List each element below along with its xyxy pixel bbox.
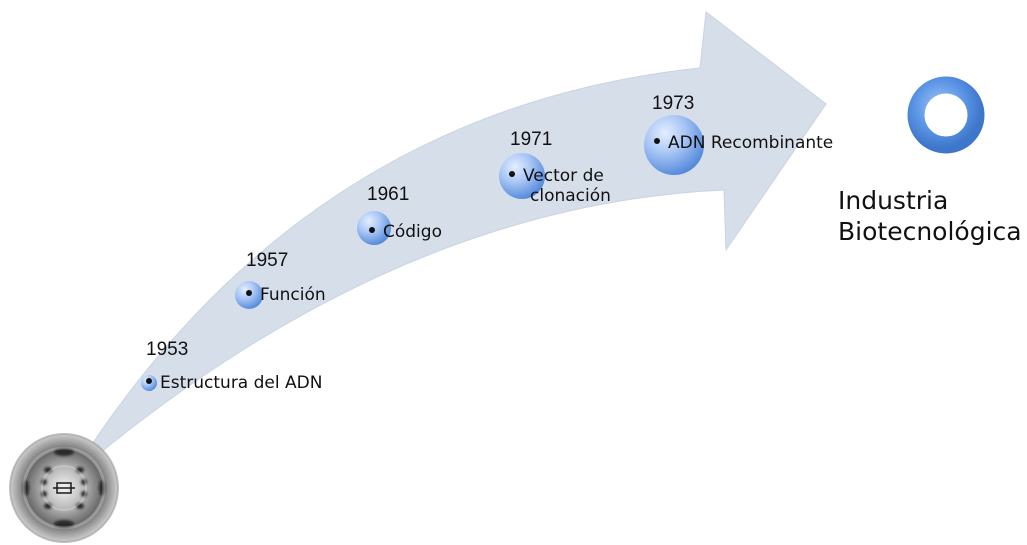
- destination-label-line1: Industria: [838, 186, 949, 215]
- milestone-year-1973: 1973: [652, 93, 695, 114]
- milestone-label-text: Vector de: [523, 166, 604, 186]
- milestone-label-text: Código: [383, 222, 442, 242]
- ring-icon: [907, 76, 985, 154]
- timeline-arrow: [69, 11, 827, 479]
- dna-xray-diffraction-icon: [9, 433, 119, 543]
- milestone-label-1971: Vector de clonación: [509, 166, 611, 207]
- milestone-label-1973: ADN Recombinante: [654, 133, 833, 153]
- milestone-label-1953: Estructura del ADN: [146, 373, 322, 393]
- milestone-node-1973: [644, 115, 704, 175]
- milestone-label-text: Función: [260, 285, 326, 305]
- milestone-label-1961: Código: [369, 222, 442, 242]
- milestone-node-1971: [499, 153, 545, 199]
- bullet-dot: [146, 378, 152, 384]
- milestone-label-text-line2: clonación: [530, 186, 611, 207]
- milestone-label-text: Estructura del ADN: [160, 373, 323, 393]
- destination-label: Industria Biotecnológica: [838, 185, 1022, 248]
- destination-label-line2: Biotecnológica: [838, 217, 1022, 247]
- bullet-dot: [509, 171, 515, 177]
- milestone-year-1971: 1971: [510, 129, 553, 150]
- milestone-year-1953: 1953: [146, 339, 189, 360]
- milestone-year-1957: 1957: [246, 250, 289, 271]
- milestone-label-1957: Función: [246, 285, 326, 305]
- milestone-year-1961: 1961: [367, 184, 410, 205]
- bullet-dot: [654, 138, 660, 144]
- milestone-label-text: ADN Recombinante: [668, 133, 834, 153]
- bullet-dot: [246, 290, 252, 296]
- bullet-dot: [369, 227, 375, 233]
